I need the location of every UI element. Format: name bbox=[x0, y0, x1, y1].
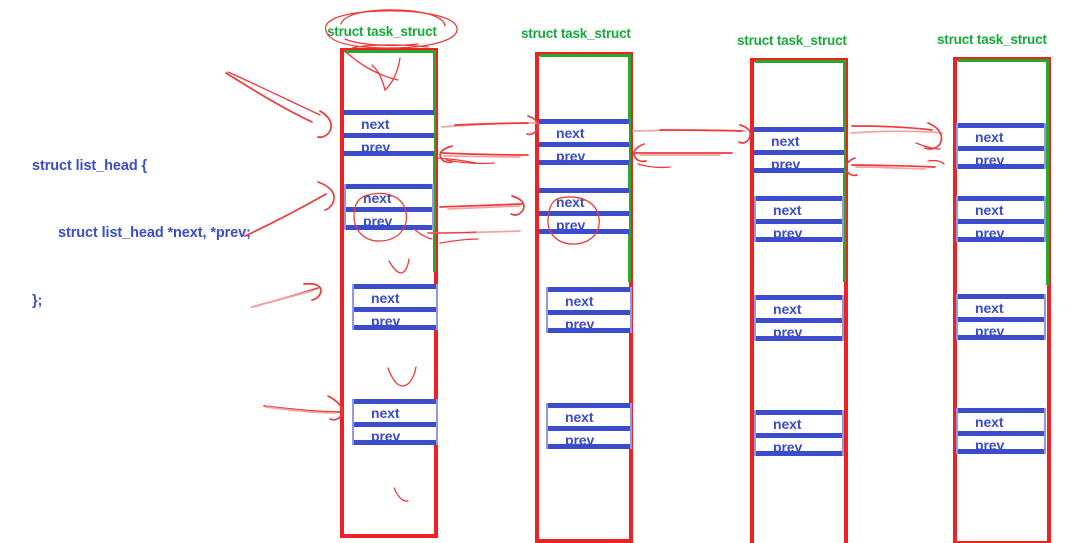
next-cell[interactable]: next bbox=[958, 123, 1044, 146]
task-struct-green-top-2 bbox=[540, 54, 631, 57]
code-line-2: struct list_head *next, *prev; bbox=[58, 225, 251, 242]
prev-cell[interactable]: prev bbox=[756, 219, 842, 242]
task-struct-title-1: struct task_struct bbox=[327, 24, 437, 39]
list-head-node[interactable]: next prev bbox=[352, 284, 438, 330]
code-line-3: }; bbox=[32, 292, 43, 309]
task-struct-green-accent-1 bbox=[345, 50, 436, 272]
task-struct-green-top-1 bbox=[345, 50, 436, 53]
list-head-node[interactable]: next prev bbox=[956, 196, 1046, 242]
list-head-node[interactable]: next prev bbox=[344, 110, 434, 156]
next-cell[interactable]: next bbox=[346, 184, 432, 207]
list-head-node[interactable]: next prev bbox=[754, 196, 844, 242]
list-head-node[interactable]: next prev bbox=[754, 295, 844, 341]
task-struct-title-4: struct task_struct bbox=[937, 32, 1047, 47]
prev-cell[interactable]: prev bbox=[539, 211, 629, 234]
list-head-node[interactable]: next prev bbox=[956, 294, 1046, 340]
next-cell[interactable]: next bbox=[958, 294, 1044, 317]
prev-cell[interactable]: prev bbox=[346, 207, 432, 230]
next-cell[interactable]: next bbox=[539, 188, 629, 211]
next-cell[interactable]: next bbox=[548, 403, 630, 426]
prev-cell[interactable]: prev bbox=[958, 431, 1044, 454]
next-cell[interactable]: next bbox=[958, 408, 1044, 431]
list-head-node[interactable]: next prev bbox=[546, 403, 632, 449]
list-head-node[interactable]: next prev bbox=[956, 408, 1046, 454]
prev-cell[interactable]: prev bbox=[958, 219, 1044, 242]
code-line-1: struct list_head { bbox=[32, 157, 148, 174]
prev-cell[interactable]: prev bbox=[354, 307, 436, 330]
next-cell[interactable]: next bbox=[756, 295, 842, 318]
prev-cell[interactable]: prev bbox=[756, 433, 842, 456]
list-head-node[interactable]: next prev bbox=[956, 123, 1046, 169]
list-head-node[interactable]: next prev bbox=[344, 184, 434, 230]
list-head-node[interactable]: next prev bbox=[539, 188, 629, 234]
next-cell[interactable]: next bbox=[539, 119, 629, 142]
task-struct-green-top-4 bbox=[958, 59, 1049, 62]
list-head-node[interactable]: next prev bbox=[754, 410, 844, 456]
prev-cell[interactable]: prev bbox=[958, 146, 1044, 169]
prev-cell[interactable]: prev bbox=[958, 317, 1044, 340]
prev-cell[interactable]: prev bbox=[354, 422, 436, 445]
prev-cell[interactable]: prev bbox=[756, 318, 842, 341]
task-struct-green-accent-2 bbox=[540, 54, 631, 282]
prev-cell[interactable]: prev bbox=[548, 310, 630, 333]
prev-cell[interactable]: prev bbox=[548, 426, 630, 449]
next-cell[interactable]: next bbox=[354, 284, 436, 307]
list-head-node[interactable]: next prev bbox=[539, 119, 629, 165]
next-cell[interactable]: next bbox=[958, 196, 1044, 219]
next-cell[interactable]: next bbox=[754, 127, 844, 150]
list-head-node[interactable]: next prev bbox=[754, 127, 844, 173]
next-cell[interactable]: next bbox=[756, 196, 842, 219]
list-head-node[interactable]: next prev bbox=[352, 399, 438, 445]
next-cell[interactable]: next bbox=[548, 287, 630, 310]
task-struct-green-accent-4 bbox=[958, 59, 1049, 285]
prev-cell[interactable]: prev bbox=[344, 133, 434, 156]
list-head-node[interactable]: next prev bbox=[546, 287, 632, 333]
next-cell[interactable]: next bbox=[354, 399, 436, 422]
prev-cell[interactable]: prev bbox=[754, 150, 844, 173]
task-struct-green-top-3 bbox=[755, 60, 846, 63]
task-struct-title-3: struct task_struct bbox=[737, 33, 847, 48]
next-cell[interactable]: next bbox=[756, 410, 842, 433]
prev-cell[interactable]: prev bbox=[539, 142, 629, 165]
next-cell[interactable]: next bbox=[344, 110, 434, 133]
struct-list-head-definition: struct list_head { struct list_head *nex… bbox=[32, 110, 251, 357]
task-struct-title-2: struct task_struct bbox=[521, 26, 631, 41]
